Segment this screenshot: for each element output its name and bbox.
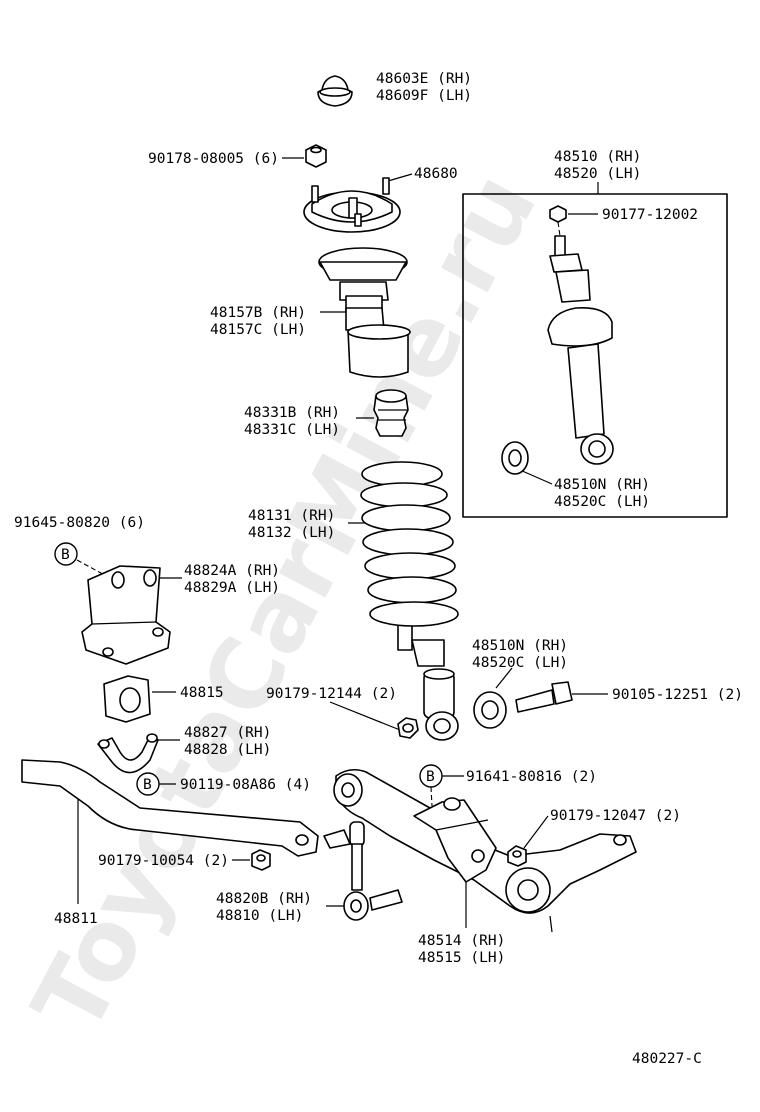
bracket-bolt-badge: B	[54, 542, 111, 579]
label-48603e: 48603E (RH)	[376, 71, 472, 87]
coil-spring-part	[348, 461, 459, 667]
label-48157b: 48157B (RH)	[210, 305, 306, 321]
stabilizer-bar-part	[21, 759, 319, 904]
shock-absorber-inset	[462, 182, 728, 518]
label-48824a: 48824A (RH)	[184, 563, 280, 579]
label-48829a: 48829A (LH)	[184, 580, 280, 596]
label-48680: 48680	[414, 166, 458, 182]
label-48520: 48520 (LH)	[554, 166, 641, 182]
label-48510: 48510 (RH)	[554, 149, 641, 165]
label-48820b: 48820B (RH)	[216, 891, 312, 907]
label-48131: 48131 (RH)	[248, 508, 335, 524]
label-90119-08a86: 90119-08A86 (4)	[180, 777, 311, 793]
label-48815: 48815	[180, 685, 224, 701]
label-48827: 48827 (RH)	[184, 725, 271, 741]
label-48157c: 48157C (LH)	[210, 322, 306, 338]
strut-lower-part	[423, 668, 459, 741]
svg-text:B: B	[61, 547, 70, 563]
label-91645-80820: 91645-80820 (6)	[14, 515, 145, 531]
stabilizer-link-part	[323, 821, 403, 921]
diagram-code: 480227-C	[632, 1051, 702, 1067]
link-nut-part	[232, 849, 271, 871]
stabilizer-bushing-part	[103, 675, 176, 723]
upper-support-cap-part	[317, 75, 353, 107]
bushing-bracket-part	[97, 733, 180, 774]
label-48515: 48515 (LH)	[418, 950, 505, 966]
labels: 48603E (RH) 48609F (LH) 90178-08005 (6) …	[14, 71, 743, 1067]
arm-bolt-badge: B	[419, 764, 464, 807]
label-48609f: 48609F (LH)	[376, 88, 472, 104]
nut-90178-part	[282, 144, 327, 168]
label-90105-12251: 90105-12251 (2)	[612, 687, 743, 703]
boot-part	[318, 247, 411, 378]
label-48514: 48514 (RH)	[418, 933, 505, 949]
svg-text:B: B	[426, 769, 435, 785]
svg-text:B: B	[143, 777, 152, 793]
label-48810: 48810 (LH)	[216, 908, 303, 924]
label-90179-12047: 90179-12047 (2)	[550, 808, 681, 824]
label-48520c: 48520C (LH)	[472, 655, 568, 671]
bumper-part	[356, 389, 409, 437]
label-48520c-inset: 48520C (LH)	[554, 494, 650, 510]
label-48811: 48811	[54, 911, 98, 927]
label-90178-08005: 90178-08005 (6)	[148, 151, 279, 167]
lower-arm-part	[333, 768, 637, 933]
bushing-bolt-badge: B	[136, 772, 176, 796]
lower-nut-part	[329, 701, 419, 739]
label-90179-12144: 90179-12144 (2)	[266, 686, 397, 702]
label-48331b: 48331B (RH)	[244, 405, 340, 421]
label-48331c: 48331C (LH)	[244, 422, 340, 438]
arm-nut-part	[507, 815, 549, 867]
upper-support-part	[303, 173, 413, 233]
lower-bolt-part	[515, 681, 608, 713]
label-48132: 48132 (LH)	[248, 525, 335, 541]
label-48510n-inset: 48510N (RH)	[554, 477, 650, 493]
label-91641-80816: 91641-80816 (2)	[466, 769, 597, 785]
shock-bushing-part	[473, 667, 513, 729]
bracket-part	[81, 565, 182, 665]
label-90177-12002: 90177-12002	[602, 207, 698, 223]
label-48510n: 48510N (RH)	[472, 638, 568, 654]
label-90179-10054: 90179-10054 (2)	[98, 853, 229, 869]
lower-bracket-part	[413, 797, 497, 928]
label-48828: 48828 (LH)	[184, 742, 271, 758]
